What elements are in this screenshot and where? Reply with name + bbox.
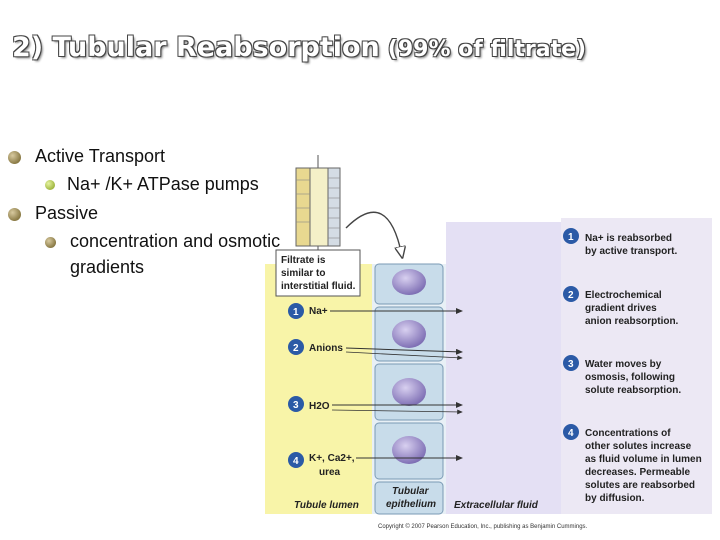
filtrate-note-line3: interstitial fluid. — [281, 281, 356, 292]
label-epithelium-1: Tubular — [392, 486, 430, 497]
left-label-anions: Anions — [309, 343, 343, 354]
bullet-gradients-line1: concentration and osmotic — [70, 231, 281, 251]
step-4-line-6: by diffusion. — [585, 493, 645, 504]
bullet-active-transport: Active Transport — [35, 146, 166, 166]
step-2-line-2: gradient drives — [585, 303, 657, 314]
left-label-na: Na+ — [309, 306, 328, 317]
step-4-line-4: decreases. Permeable — [585, 467, 691, 478]
bullet-dot-icon — [8, 151, 21, 164]
step-3-line-3: solute reabsorption. — [585, 385, 681, 396]
bullet-gradients-line2: gradients — [70, 257, 145, 277]
step-4-line-2: other solutes increase — [585, 441, 692, 452]
step-3-line-2: osmosis, following — [585, 372, 675, 383]
step-4-line-1: Concentrations of — [585, 428, 671, 439]
step-badge-2: 2 — [568, 290, 574, 301]
bullet-passive: Passive — [35, 203, 99, 223]
left-badge-2: 2 — [293, 343, 299, 354]
left-label-urea: urea — [319, 467, 341, 478]
title-subtitle: (99% of filtrate) — [387, 37, 587, 62]
bullet-na-k-pumps: Na+ /K+ ATPase pumps — [67, 174, 259, 194]
left-badge-1: 1 — [293, 307, 299, 318]
tubule-illustration — [295, 155, 402, 265]
bullet-dot-icon — [8, 208, 21, 221]
left-badge-3: 3 — [293, 400, 299, 411]
step-1-line-2: by active transport. — [585, 246, 677, 257]
right-step-list: 1 Na+ is reabsorbed by active transport.… — [563, 228, 702, 504]
left-badge-4: 4 — [293, 456, 299, 467]
label-tubule-lumen: Tubule lumen — [294, 500, 359, 511]
step-3-line-1: Water moves by — [585, 359, 662, 370]
step-badge-4: 4 — [568, 428, 574, 439]
left-step-labels: 1 Na+ 2 Anions 3 H2O 4 K+, Ca2+, urea — [288, 303, 463, 478]
copyright-text: Copyright © 2007 Pearson Education, Inc.… — [378, 523, 588, 530]
step-badge-1: 1 — [568, 232, 574, 243]
step-1-line-1: Na+ is reabsorbed — [585, 233, 672, 244]
step-2-line-1: Electrochemical — [585, 290, 662, 301]
tubule-lumen-region — [265, 264, 372, 514]
label-extracellular: Extracellular fluid — [454, 500, 539, 511]
sub-bullet-dot-icon — [45, 237, 56, 248]
left-label-solutes: K+, Ca2+, — [309, 453, 355, 464]
step-4-line-3: as fluid volume in lumen — [585, 454, 702, 465]
slide-title: 2) Tubular Reabsorption (99% of filtrate) — [12, 32, 586, 63]
filtrate-note-line2: similar to — [281, 268, 325, 279]
left-label-h2o: H2O — [309, 401, 330, 412]
epithelial-cells — [374, 263, 444, 515]
step-2-line-3: anion reabsorption. — [585, 316, 679, 327]
filtrate-note-box — [275, 249, 361, 297]
title-main: 2) Tubular Reabsorption — [12, 32, 380, 63]
sub-bullet-dot-icon — [45, 180, 55, 190]
step-badge-3: 3 — [568, 359, 574, 370]
filtrate-note-line1: Filtrate is — [281, 255, 326, 266]
steps-panel — [561, 218, 712, 514]
label-epithelium-2: epithelium — [386, 499, 436, 510]
step-4-line-5: solutes are reabsorbed — [585, 480, 695, 491]
